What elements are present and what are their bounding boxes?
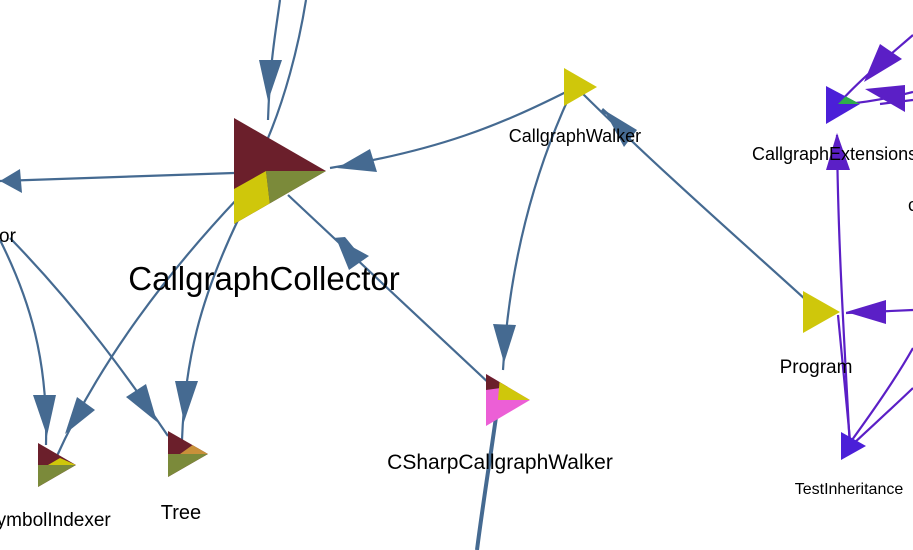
edge-right-to-test-b xyxy=(851,387,913,446)
arrowhead-icon xyxy=(33,395,56,436)
node-program[interactable] xyxy=(803,291,840,333)
node-callgraph-collector[interactable] xyxy=(230,110,330,230)
edge-csharp-to-collector xyxy=(287,194,493,387)
label-left-cut: or xyxy=(0,226,17,247)
arrowheads-blue xyxy=(0,60,637,436)
label-test-inheritance: TestInheritance xyxy=(795,481,904,498)
edge-top-to-collector-b xyxy=(266,0,308,139)
edge-csharp-outgoing xyxy=(475,409,499,550)
label-csharp-callgraph-walker: CSharpCallgraphWalker xyxy=(387,451,613,474)
arrowhead-icon xyxy=(259,60,282,101)
node-symbol-indexer[interactable] xyxy=(34,440,79,490)
arrowhead-icon xyxy=(865,85,905,112)
edge-collector-to-left xyxy=(0,171,235,183)
arrowhead-icon xyxy=(846,300,886,324)
arrowhead-icon xyxy=(337,149,377,172)
label-symbol-indexer: SymbolIndexer xyxy=(0,510,111,531)
node-test-inheritance[interactable] xyxy=(841,432,866,460)
edge-test-to-extensions xyxy=(835,134,852,451)
edge-program-to-test xyxy=(836,314,852,441)
arrowhead-icon xyxy=(336,238,369,270)
arrowhead-icon xyxy=(175,381,198,422)
edge-top-to-collector-a xyxy=(266,0,282,121)
arrowhead-icon xyxy=(126,384,157,422)
arrowhead-icon xyxy=(826,133,850,170)
node-tree[interactable] xyxy=(164,428,212,480)
arrowhead-icon xyxy=(864,44,902,82)
arrowhead-icon xyxy=(604,110,637,147)
label-callgraph-collector: CallgraphCollector xyxy=(128,260,399,297)
edges-blue xyxy=(0,0,807,459)
arrowhead-icon xyxy=(0,169,22,193)
arrowheads-purple xyxy=(826,44,905,324)
arrowhead-icon xyxy=(65,397,95,434)
label-callgraph-walker: CallgraphWalker xyxy=(509,126,641,146)
label-callgraph-extensions: CallgraphExtensions xyxy=(752,144,913,164)
label-right-cut: c xyxy=(908,195,913,215)
node-csharp-callgraph-walker[interactable] xyxy=(480,370,535,430)
label-tree: Tree xyxy=(161,502,201,524)
node-callgraph-extensions[interactable] xyxy=(820,80,865,130)
arrowhead-icon xyxy=(493,324,516,363)
node-callgraph-walker[interactable] xyxy=(564,68,597,106)
label-program: Program xyxy=(780,357,853,378)
edge-collector-to-tree xyxy=(180,219,239,441)
edge-right-to-test-a xyxy=(851,347,913,441)
